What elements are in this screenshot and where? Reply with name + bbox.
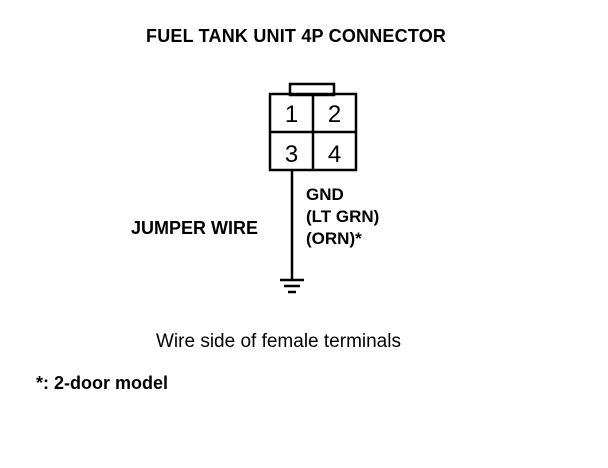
terminal-view-note: Wire side of female terminals [156, 331, 401, 352]
footnote: *: 2-door model [36, 373, 169, 393]
wire-color-label: (LT GRN) [306, 207, 380, 226]
pin-1-number: 1 [285, 101, 298, 128]
pin-3-number: 3 [285, 141, 298, 168]
pin-2-number: 2 [328, 101, 341, 128]
pin-4-number: 4 [328, 141, 341, 168]
diagram-title: FUEL TANK UNIT 4P CONNECTOR [146, 26, 447, 46]
jumper-wire-label: JUMPER WIRE [131, 218, 259, 238]
ground-icon [280, 278, 304, 294]
wire-color-alt-label: (ORN)* [306, 229, 362, 248]
gnd-label: GND [306, 185, 344, 204]
